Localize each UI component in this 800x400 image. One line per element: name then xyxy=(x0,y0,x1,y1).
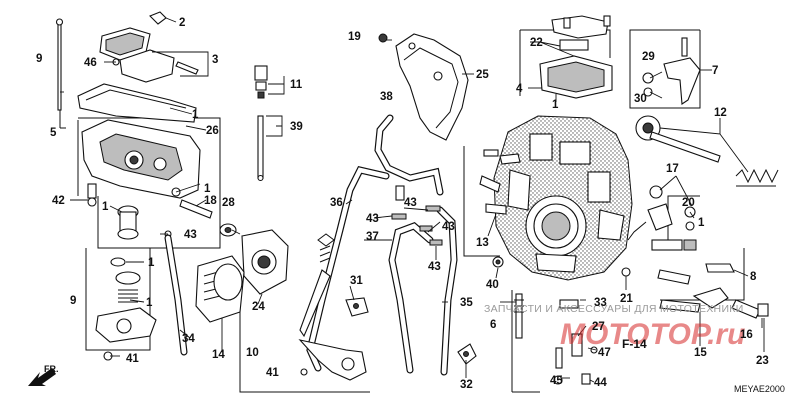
callout-41-b: 41 xyxy=(266,367,279,379)
hose-35 xyxy=(436,206,458,376)
callout-23: 23 xyxy=(756,355,769,367)
diagram-code: MEYAE2000 xyxy=(734,384,785,394)
callout-32: 32 xyxy=(460,379,473,391)
jets-left xyxy=(479,149,521,268)
callout-19: 19 xyxy=(348,31,361,43)
pump-parts xyxy=(95,205,157,361)
watermark-line: ЗАПЧАСТИ И АКСЕССУАРЫ ДЛЯ МОТОТЕХНИКИ xyxy=(484,303,744,315)
callout-33: 33 xyxy=(594,297,607,309)
callout-29: 29 xyxy=(642,51,655,63)
callout-44: 44 xyxy=(594,377,607,389)
callout-13: 13 xyxy=(476,237,489,249)
carburetor-body xyxy=(493,115,633,281)
hose-34 xyxy=(164,234,188,356)
callout-35: 35 xyxy=(460,297,473,309)
callout-34: 34 xyxy=(182,333,195,345)
callouts: 2 3 46 9 1 26 5 42 1 1 18 43 1 9 1 41 11… xyxy=(36,17,769,391)
needle-left xyxy=(55,18,64,111)
callout-42: 42 xyxy=(52,195,65,207)
callout-16: 16 xyxy=(740,329,753,341)
figure-reference: F-14 xyxy=(622,337,647,351)
callout-39: 39 xyxy=(290,121,303,133)
callout-26: 26 xyxy=(206,125,219,137)
throttle-lever xyxy=(642,37,701,105)
callout-27: 27 xyxy=(592,321,605,333)
top-cap xyxy=(539,15,613,99)
callout-43-d: 43 xyxy=(442,221,455,233)
callout-28: 28 xyxy=(222,197,235,209)
callout-41-a: 41 xyxy=(126,353,139,365)
callout-1-g: 1 xyxy=(698,217,705,229)
callout-1-d: 1 xyxy=(148,257,155,269)
callout-46: 46 xyxy=(84,57,97,69)
throttle-sensor xyxy=(627,185,696,241)
throttle-housing xyxy=(195,223,289,323)
callout-25: 25 xyxy=(476,69,489,81)
direction-label: FR. xyxy=(44,364,59,374)
callout-43-b: 43 xyxy=(404,197,417,209)
callout-17: 17 xyxy=(666,163,679,175)
callout-40: 40 xyxy=(486,279,499,291)
small-brackets xyxy=(345,297,477,365)
callout-1-b: 1 xyxy=(102,201,109,213)
callout-43-a: 43 xyxy=(184,229,197,241)
callout-15: 15 xyxy=(694,347,707,359)
callout-1-e: 1 xyxy=(146,297,153,309)
callout-5: 5 xyxy=(50,127,57,139)
side-cover xyxy=(378,33,469,141)
small-jets xyxy=(514,293,598,385)
hose-36 xyxy=(306,165,390,372)
watermark-brand: МОТОТОР.ru xyxy=(560,318,745,351)
callout-36: 36 xyxy=(330,197,343,209)
throttle-shaft xyxy=(635,115,779,187)
callout-8: 8 xyxy=(750,271,757,283)
callout-37: 37 xyxy=(366,231,379,243)
callout-6: 6 xyxy=(490,319,496,331)
callout-24: 24 xyxy=(252,301,265,313)
callout-7: 7 xyxy=(712,65,718,77)
hose-37 xyxy=(388,221,434,374)
callout-1-f: 1 xyxy=(552,99,559,111)
callout-4: 4 xyxy=(516,83,523,95)
callout-31: 31 xyxy=(350,275,363,287)
callout-12: 12 xyxy=(714,107,727,119)
callout-47: 47 xyxy=(598,347,611,359)
throttle-needle xyxy=(254,65,268,182)
callout-38: 38 xyxy=(380,91,393,103)
watermark: ЗАПЧАСТИ И АКСЕССУАРЫ ДЛЯ МОТОТЕХНИКИ МО… xyxy=(484,303,745,351)
callout-20: 20 xyxy=(682,197,695,209)
callout-10: 10 xyxy=(246,347,259,359)
hose-clips xyxy=(391,185,443,246)
callout-30: 30 xyxy=(634,93,647,105)
callout-43-c: 43 xyxy=(366,213,379,225)
callout-18: 18 xyxy=(204,195,217,207)
callout-21: 21 xyxy=(620,293,633,305)
callout-9-top: 9 xyxy=(36,53,42,65)
callout-22: 22 xyxy=(530,37,543,49)
callout-2: 2 xyxy=(179,17,185,29)
front-direction-arrow-icon xyxy=(28,368,56,386)
callout-14: 14 xyxy=(212,349,225,361)
callout-43-e: 43 xyxy=(428,261,441,273)
callout-9-bottom: 9 xyxy=(70,295,76,307)
leader-lines xyxy=(60,17,765,383)
jets-right xyxy=(621,239,769,319)
hose-38 xyxy=(374,114,444,196)
top-cover-assembly xyxy=(99,11,199,83)
throttle-cable xyxy=(298,233,367,381)
callout-45: 45 xyxy=(550,375,563,387)
float-bowl xyxy=(77,83,201,207)
callout-3: 3 xyxy=(212,54,218,66)
callout-1-c: 1 xyxy=(204,183,211,195)
callout-1: 1 xyxy=(192,109,199,121)
callout-11: 11 xyxy=(290,79,303,91)
